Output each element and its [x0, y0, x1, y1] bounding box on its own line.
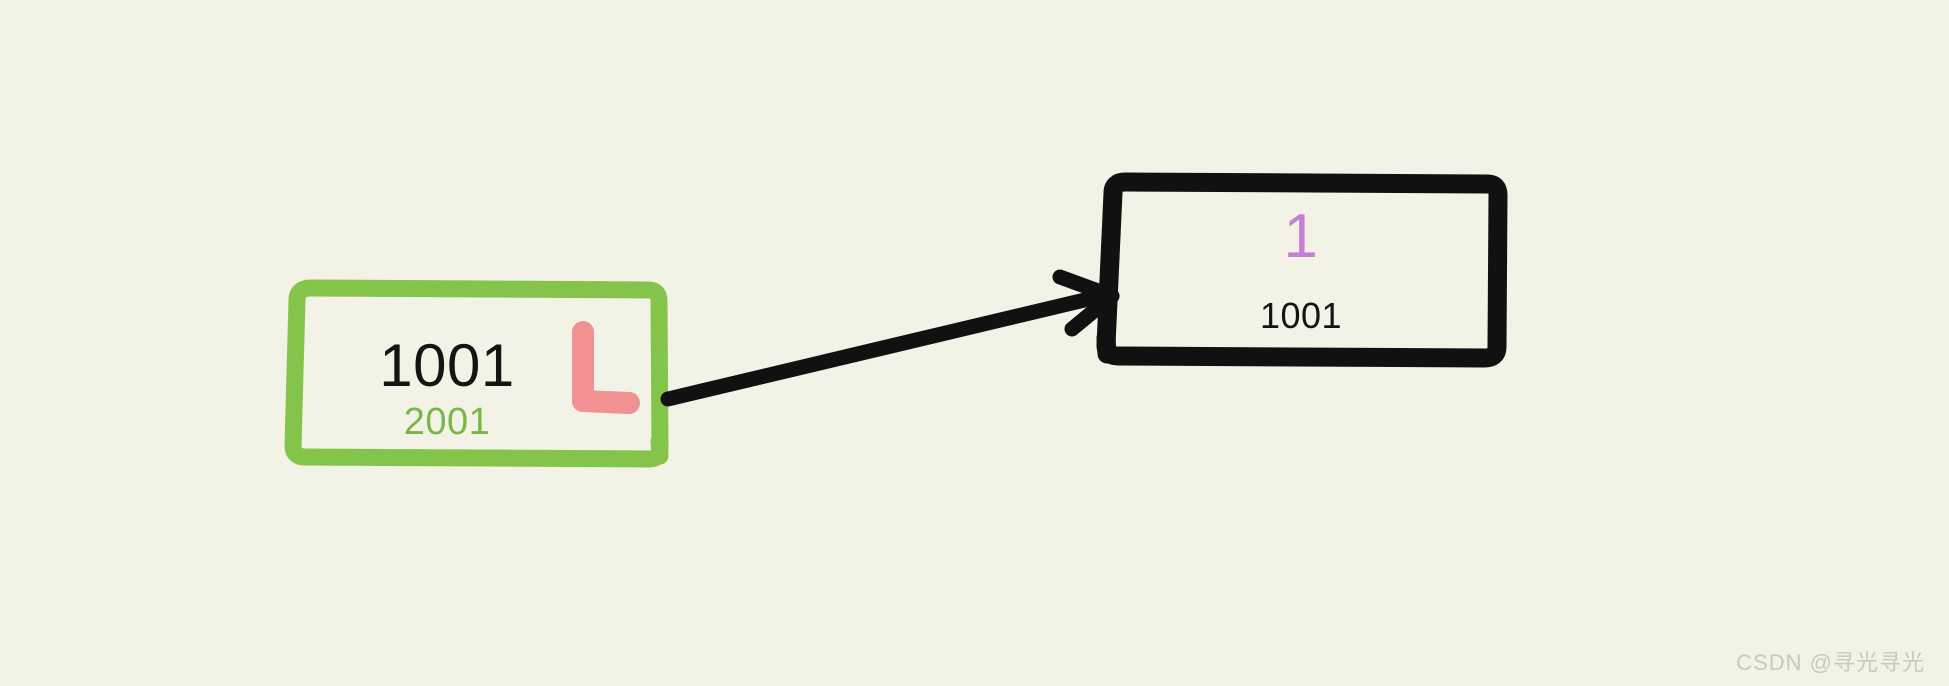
- source-node-box[interactable]: [284, 279, 669, 468]
- pointer-arrow: [660, 269, 1120, 407]
- target-node-box[interactable]: [1096, 172, 1508, 368]
- arrow-head-upper: [1052, 269, 1120, 304]
- target-node-overshoot: [1096, 328, 1117, 364]
- target-node-primary-value: 1: [1283, 202, 1319, 271]
- target-node-secondary-value: 1001: [1259, 295, 1343, 336]
- source-node-overshoot: [650, 432, 669, 465]
- pink-L-annotation: [572, 321, 640, 414]
- arrow-shaft: [660, 286, 1118, 407]
- arrow-head-lower: [1064, 288, 1120, 337]
- source-node-primary-value: 1001: [379, 332, 515, 399]
- source-node-secondary-value: 2001: [403, 401, 491, 443]
- watermark: CSDN @寻光寻光: [1736, 650, 1925, 675]
